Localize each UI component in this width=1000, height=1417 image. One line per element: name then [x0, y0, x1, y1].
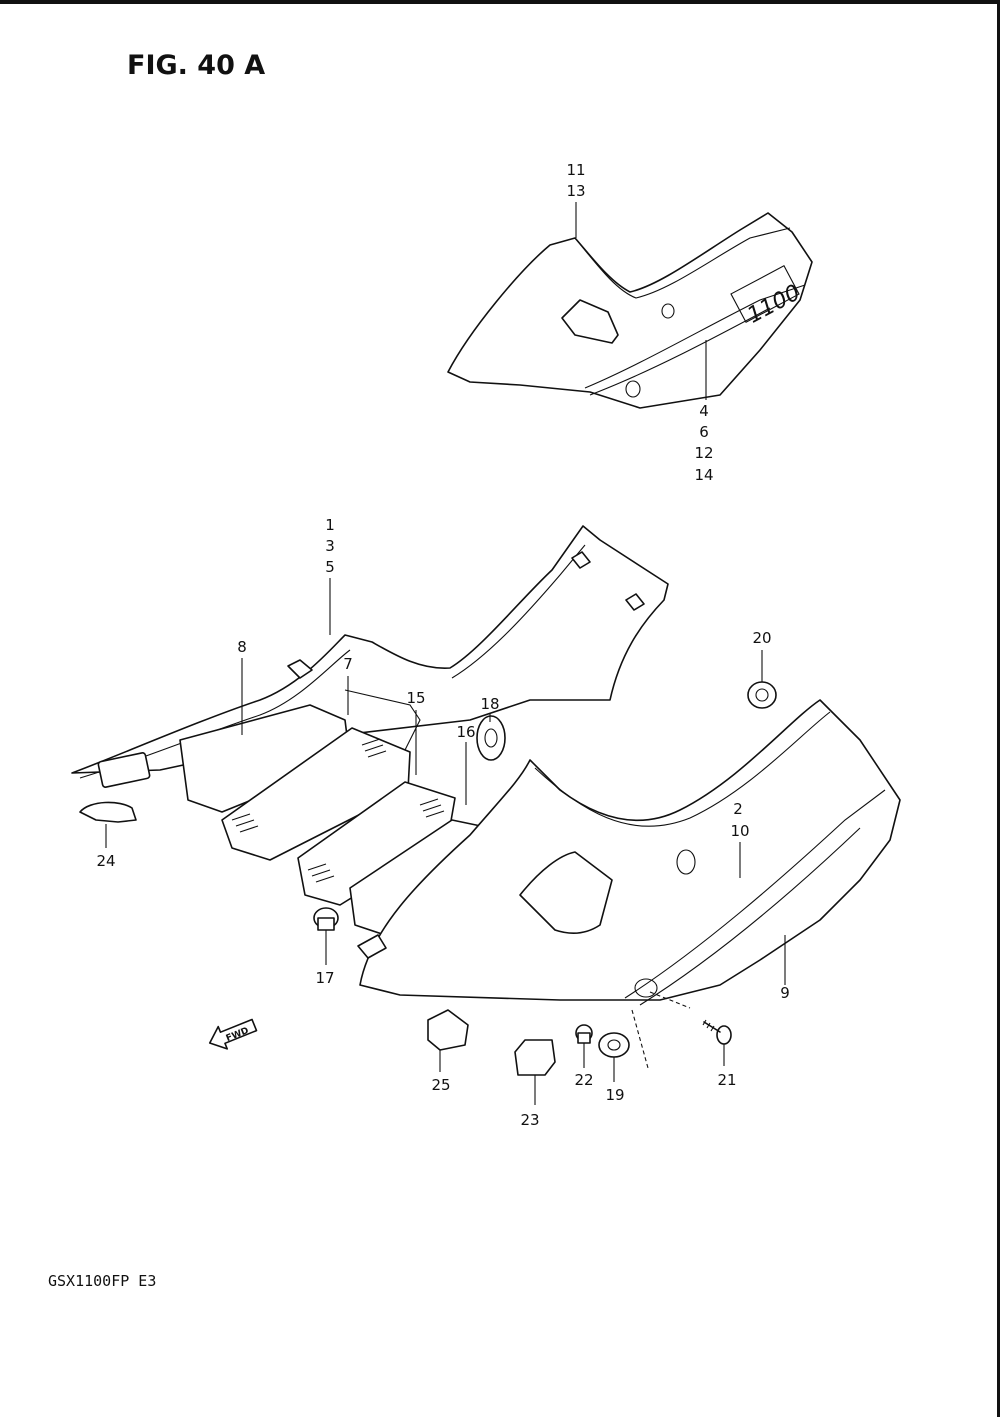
callout-3: 3: [325, 537, 335, 555]
right-frame-cover: [359, 699, 901, 1006]
callout-20: 20: [752, 629, 771, 647]
part-18-grommet: [476, 715, 506, 761]
callout-12: 12: [694, 444, 713, 462]
callout-23: 23: [520, 1111, 539, 1129]
callout-14: 14: [694, 466, 713, 484]
callout-21: 21: [717, 1071, 736, 1089]
callout-6: 6: [699, 423, 709, 441]
callout-19: 19: [605, 1086, 624, 1104]
callout-5: 5: [325, 558, 335, 576]
callout-22: 22: [574, 1071, 593, 1089]
callout-9: 9: [780, 984, 790, 1002]
callout-17: 17: [315, 969, 334, 987]
callout-8: 8: [237, 638, 247, 656]
part-19-grommet: [598, 1032, 630, 1058]
callout-labels: 11 13 4 6 12 14 1 3 5 8 7 15 18 16 20 2 …: [96, 161, 789, 1129]
callout-7: 7: [343, 655, 353, 673]
callout-16: 16: [456, 723, 475, 741]
callout-11: 11: [566, 161, 585, 179]
part-17-grommet: [313, 907, 339, 931]
callout-15: 15: [406, 689, 425, 707]
part-25-cushion: [427, 1009, 469, 1051]
model-code: GSX1100FP E3: [48, 1272, 157, 1290]
callout-4: 4: [699, 402, 709, 420]
left-frame-cover: [71, 525, 669, 788]
callout-24: 24: [96, 852, 115, 870]
callout-18: 18: [480, 695, 499, 713]
callout-2: 2: [733, 800, 743, 818]
callout-1: 1: [325, 516, 335, 534]
callout-13: 13: [566, 182, 585, 200]
leader-lines: [105, 202, 786, 1105]
fwd-arrow-icon: FWD: [208, 1018, 258, 1050]
callout-10: 10: [730, 822, 749, 840]
part-20-grommet: [747, 681, 777, 709]
upper-frame-cover: 1100: [447, 212, 813, 409]
small-parts: [79, 681, 777, 1076]
part-23-cushion: [514, 1039, 556, 1076]
part-21-screw: [702, 1019, 732, 1045]
top-border: [0, 0, 1000, 4]
right-border: [997, 0, 1000, 1417]
part-24-clip: [79, 801, 137, 823]
part-22-bushing: [575, 1024, 593, 1044]
figure-title: FIG. 40 A: [127, 50, 266, 81]
callout-25: 25: [431, 1076, 450, 1094]
